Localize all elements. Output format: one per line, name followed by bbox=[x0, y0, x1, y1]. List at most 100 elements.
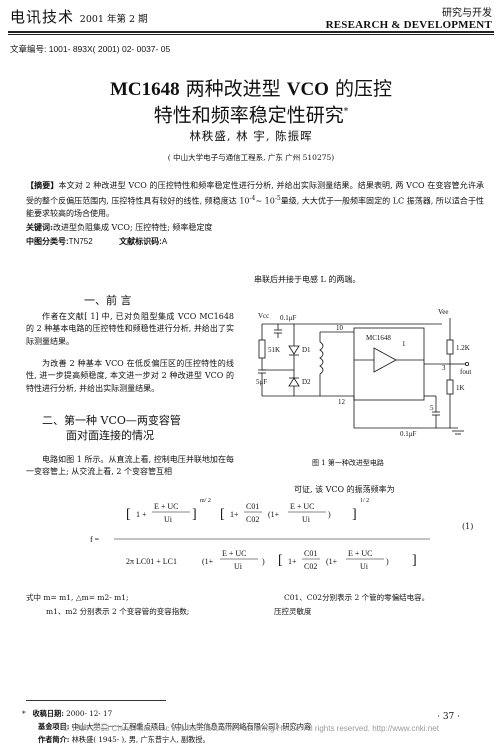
svg-text:): ) bbox=[328, 510, 331, 519]
svg-text:[: [ bbox=[220, 507, 225, 522]
sec2-line-2: 面对面连接的情况 bbox=[66, 429, 154, 442]
paragraph-3: 电路如图 1 所示。从直流上看, 控制电压并联地加在每一变容管上; 从交流上看,… bbox=[26, 455, 234, 477]
footnote-received: * 收稿日期: 2000- 12- 17 bbox=[22, 707, 311, 720]
svg-text:(1+: (1+ bbox=[268, 510, 280, 519]
paper-title: MC1648 两种改进型 VCO 的压控 特性和频率稳定性研究* bbox=[0, 78, 502, 127]
inductor-l bbox=[319, 341, 324, 375]
article-number: 文章编号: 1001- 893X( 2001) 02- 0037- 05 bbox=[10, 44, 171, 54]
svg-text:1+: 1+ bbox=[230, 510, 239, 519]
affiliation: ( 中山大学电子与通信工程系, 广东 广州 510275) bbox=[167, 153, 335, 162]
issue-label: 2001 年第 2 期 bbox=[79, 14, 148, 25]
varactor-d1 bbox=[288, 345, 300, 355]
title-footnote-mark: * bbox=[343, 107, 349, 117]
cls-value: TN752 bbox=[68, 237, 93, 246]
svg-text:(1+: (1+ bbox=[326, 557, 338, 566]
svg-text:]: ] bbox=[192, 507, 197, 522]
output-node bbox=[464, 362, 469, 367]
keywords: 关键词:改进型负阻集成 VCO; 压控特性; 频率稳定度 bbox=[26, 222, 212, 233]
pin3-label: 3 bbox=[442, 364, 446, 372]
title-rest: 的压控 bbox=[328, 78, 393, 100]
num-c01: C01 bbox=[246, 502, 259, 511]
authors: 林秩盛, 林 宇, 陈振晖 bbox=[189, 129, 313, 143]
svg-text:Ui: Ui bbox=[234, 562, 243, 571]
vcc-label: Vcc bbox=[258, 312, 269, 320]
header-rule-thick bbox=[8, 31, 494, 33]
cls-label: 中图分类号: bbox=[26, 237, 69, 246]
d2-label: D2 bbox=[302, 378, 311, 386]
keywords-label: 关键词: bbox=[26, 222, 53, 232]
den-lc: 2π LC01 + LC1 bbox=[126, 557, 177, 566]
svg-text:C01: C01 bbox=[304, 549, 317, 558]
chip-amp-symbol bbox=[373, 347, 397, 373]
pin12-label: 12 bbox=[338, 398, 346, 406]
where-line-2: m1、m2 分别表示 2 个变容管的变容指数; bbox=[46, 607, 190, 616]
title-line-1: MC1648 两种改进型 VCO 的压控 bbox=[0, 78, 502, 101]
r51-label: 51K bbox=[268, 346, 280, 354]
cap1-label: 0.1μF bbox=[280, 314, 297, 322]
journal-name: 电讯技术 2001 年第 2 期 bbox=[10, 6, 148, 27]
doc-value: A bbox=[161, 237, 168, 246]
title-vco: VCO bbox=[286, 79, 329, 100]
abstract-mid: ~ 10 bbox=[255, 196, 275, 206]
pin5-label: 5 bbox=[430, 404, 434, 412]
sec2-line-1: 二、第一种 VCO—两变容管 bbox=[42, 414, 181, 427]
num-eu: E + UC bbox=[154, 502, 179, 511]
title-code: MC1648 bbox=[109, 79, 180, 100]
num-c02: C02 bbox=[246, 515, 259, 524]
abstract: 【摘要】本文对 2 种改进型 VCO 的压控特性和频率稳定性进行分析, 并给出实… bbox=[26, 179, 484, 220]
footnote-rule bbox=[26, 700, 166, 701]
chip-label: MC1648 bbox=[366, 334, 391, 342]
svg-text:E + UC: E + UC bbox=[290, 502, 315, 511]
figure-caption: 图 1 第一种改进型电路 bbox=[312, 459, 384, 467]
right-top-text: 串联后并接于电感 L 的两端。 bbox=[254, 275, 361, 284]
num-one: 1 + bbox=[136, 510, 147, 519]
num-exp-m2: m/ 2 bbox=[200, 498, 211, 504]
journal-title: 电讯技术 bbox=[10, 8, 75, 26]
svg-text:]: ] bbox=[352, 507, 357, 522]
keywords-text: 改进型负阻集成 VCO; 压控特性; 频率稳定度 bbox=[52, 223, 213, 232]
num-ui: Ui bbox=[164, 515, 173, 524]
column-cn: 研究与开发 bbox=[442, 8, 492, 19]
resistor-51k bbox=[258, 339, 266, 359]
title-line2-text: 特性和频率稳定性研究 bbox=[153, 104, 344, 127]
svg-text:C02: C02 bbox=[304, 562, 317, 571]
fund-label: 基金项目: bbox=[38, 722, 70, 731]
received-value: 2000- 12- 17 bbox=[66, 709, 113, 718]
vee-label: Vee bbox=[438, 308, 449, 316]
svg-text:1+: 1+ bbox=[288, 557, 297, 566]
r1-label: 1K bbox=[456, 384, 465, 392]
equation-number: (1) bbox=[462, 522, 474, 531]
abstract-text: 本文对 2 种改进型 VCO 的压控特性和频率稳定性进行分析, 并给出实际测量结… bbox=[26, 181, 484, 206]
section-1-heading: 一、前 言 bbox=[84, 294, 132, 307]
page-number: · 37 · bbox=[437, 712, 460, 722]
svg-text:(1+: (1+ bbox=[202, 557, 214, 566]
paragraph-1: 作者在文献[ 1] 中, 已对负阻型集成 VCO MC1648 的 2 种基本电… bbox=[26, 312, 234, 346]
abstract-label: 【摘要】 bbox=[26, 180, 59, 190]
d1-label: D1 bbox=[302, 346, 311, 354]
svg-text:): ) bbox=[386, 557, 389, 566]
fout-label: fout bbox=[460, 368, 471, 376]
circuit-diagram: Vcc 0.1μF 51K 5μF D1 D2 10 12 MC1648 1 V… bbox=[256, 308, 471, 438]
svg-text:E + UC: E + UC bbox=[222, 549, 247, 558]
pin10-label: 10 bbox=[336, 324, 344, 332]
svg-text:Ui: Ui bbox=[302, 515, 311, 524]
title-line-2: 特性和频率稳定性研究* bbox=[0, 101, 502, 127]
where-line-1: 式中 m= m1, △m= m2- m1; bbox=[26, 593, 129, 602]
right-cont-2: 压控灵敏度 bbox=[274, 607, 312, 616]
header-rule-thin bbox=[8, 34, 494, 35]
column-header: 研究与开发 RESEARCH & DEVELOPMENT bbox=[326, 4, 492, 31]
right-cont-1: C01、C02分别表示 2 个管的零偏结电容。 bbox=[284, 593, 430, 602]
footnote-star: * bbox=[22, 709, 26, 718]
r12-label: 1.2K bbox=[456, 344, 470, 352]
received-label: 收稿日期: bbox=[32, 709, 64, 718]
svg-text:Ui: Ui bbox=[360, 562, 369, 571]
paragraph-2: 为改善 2 种基本 VCO 在低反偏压区的压控特性的线性, 进一步提高频稳度, … bbox=[26, 359, 234, 393]
abstract-tail: 量级, 大大优于一般频率固定的 LC 振荡器, 所以适合于性能要求较高的场合使用… bbox=[26, 196, 484, 218]
svg-text:): ) bbox=[262, 557, 265, 566]
bio-value: 林秩盛( 1945- ), 男, 广东普宁人, 副教授。 bbox=[71, 735, 210, 744]
classification: 中图分类号:TN752 文献标识码:A bbox=[26, 236, 167, 247]
doc-label: 文献标识码: bbox=[119, 237, 162, 246]
num-exp-half: 1/ 2 bbox=[360, 498, 369, 504]
svg-text:[: [ bbox=[126, 507, 131, 522]
resistor-1k bbox=[446, 379, 454, 395]
